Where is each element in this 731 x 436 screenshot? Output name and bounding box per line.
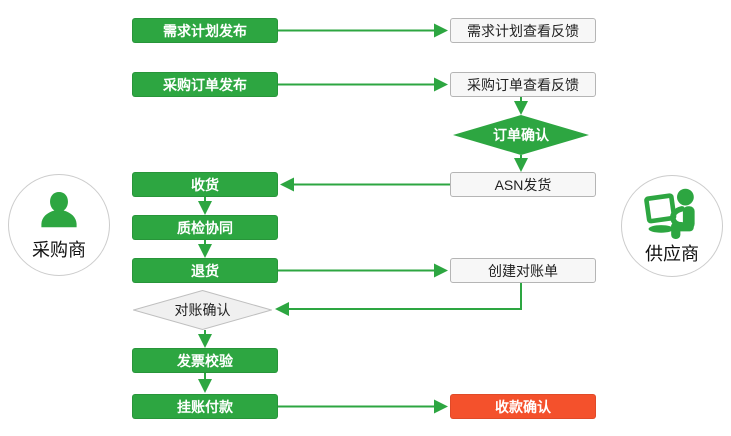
node-create-statement: 创建对账单 <box>450 258 596 283</box>
node-quality-check: 质检协同 <box>132 215 278 240</box>
decision-order-confirm: 订单确认 <box>453 115 589 155</box>
node-receive: 收货 <box>132 172 278 197</box>
node-demand-plan-publish: 需求计划发布 <box>132 18 278 43</box>
node-return-goods: 退货 <box>132 258 278 283</box>
buyer-person-icon <box>41 191 77 227</box>
decision-statement-confirm-label: 对账确认 <box>174 302 231 318</box>
node-po-feedback: 采购订单查看反馈 <box>450 72 596 97</box>
actor-buyer: 采购商 <box>8 174 110 276</box>
node-demand-plan-feedback: 需求计划查看反馈 <box>450 18 596 43</box>
actor-buyer-label: 采购商 <box>32 239 86 260</box>
node-payment-on-account: 挂账付款 <box>132 394 278 419</box>
decision-statement-confirm: 对账确认 <box>133 290 272 330</box>
actor-supplier-label: 供应商 <box>645 243 699 264</box>
supplier-person-at-computer-icon <box>644 188 695 239</box>
node-po-publish: 采购订单发布 <box>132 72 278 97</box>
node-asn-ship: ASN发货 <box>450 172 596 197</box>
decision-order-confirm-label: 订单确认 <box>493 127 549 143</box>
node-invoice-verify: 发票校验 <box>132 348 278 373</box>
node-receipt-confirm: 收款确认 <box>450 394 596 419</box>
diamond-shape-gray <box>133 290 272 330</box>
diamond-shape-green <box>453 115 589 155</box>
actor-supplier: 供应商 <box>621 175 723 277</box>
